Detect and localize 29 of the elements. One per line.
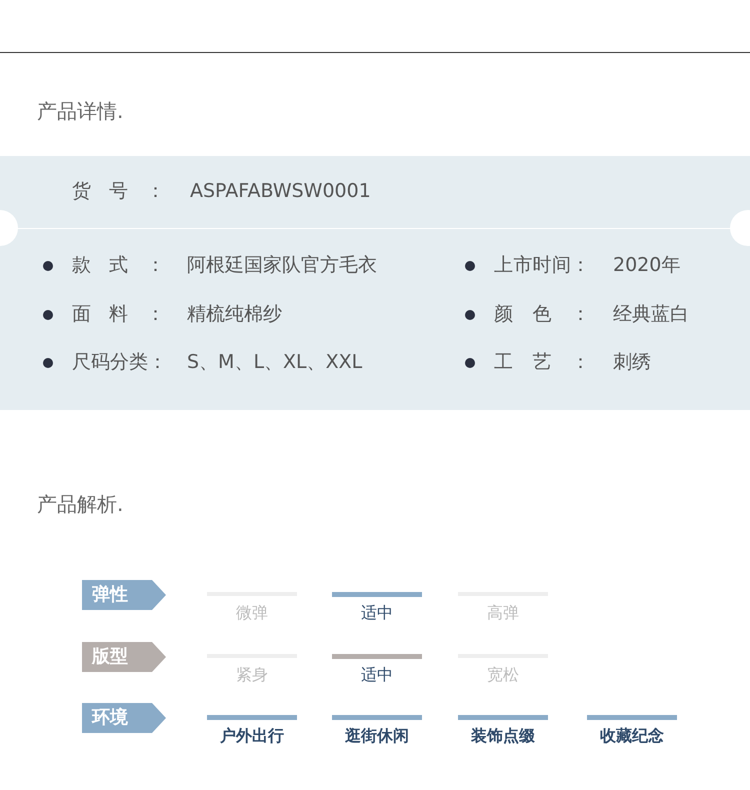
option-text: 收藏纪念: [599, 728, 665, 744]
field-label: 款式：: [72, 256, 165, 275]
section-heading: 产品解析.: [37, 494, 124, 514]
field-label: 面料：: [72, 305, 165, 324]
option-text: 宽松: [486, 667, 520, 683]
field-label: 尺码分类：: [72, 353, 165, 372]
field-value: 经典蓝白: [613, 305, 689, 324]
option-text: 装饰点缀: [470, 728, 536, 744]
field-value: 阿根廷国家队官方毛衣: [187, 256, 377, 275]
category-tag: 弹性: [82, 580, 166, 610]
category-tag: 环境: [82, 703, 166, 733]
option-text: 户外出行: [219, 728, 285, 744]
field-value: ASPAFABWSW0001: [190, 182, 371, 201]
field-label: 上市时间：: [494, 256, 590, 275]
field-label: 货号：: [72, 182, 165, 201]
option-text: 微弹: [235, 605, 269, 621]
section-heading: 产品详情.: [37, 101, 124, 121]
field-value: 精梳纯棉纱: [187, 305, 282, 324]
field-label: 工艺：: [494, 353, 590, 372]
field-value: 刺绣: [613, 353, 651, 372]
option-text: 紧身: [235, 667, 269, 683]
field-value: 2020年: [613, 256, 680, 275]
field-value: S、M、L、XL、XXL: [187, 353, 362, 372]
field-label: 颜色：: [494, 305, 590, 324]
category-tag: 版型: [82, 642, 166, 672]
option-text: 逛街休闲: [344, 728, 410, 744]
option-text: 适中: [360, 667, 394, 683]
option-text: 适中: [360, 605, 394, 621]
option-text: 高弹: [486, 605, 520, 621]
